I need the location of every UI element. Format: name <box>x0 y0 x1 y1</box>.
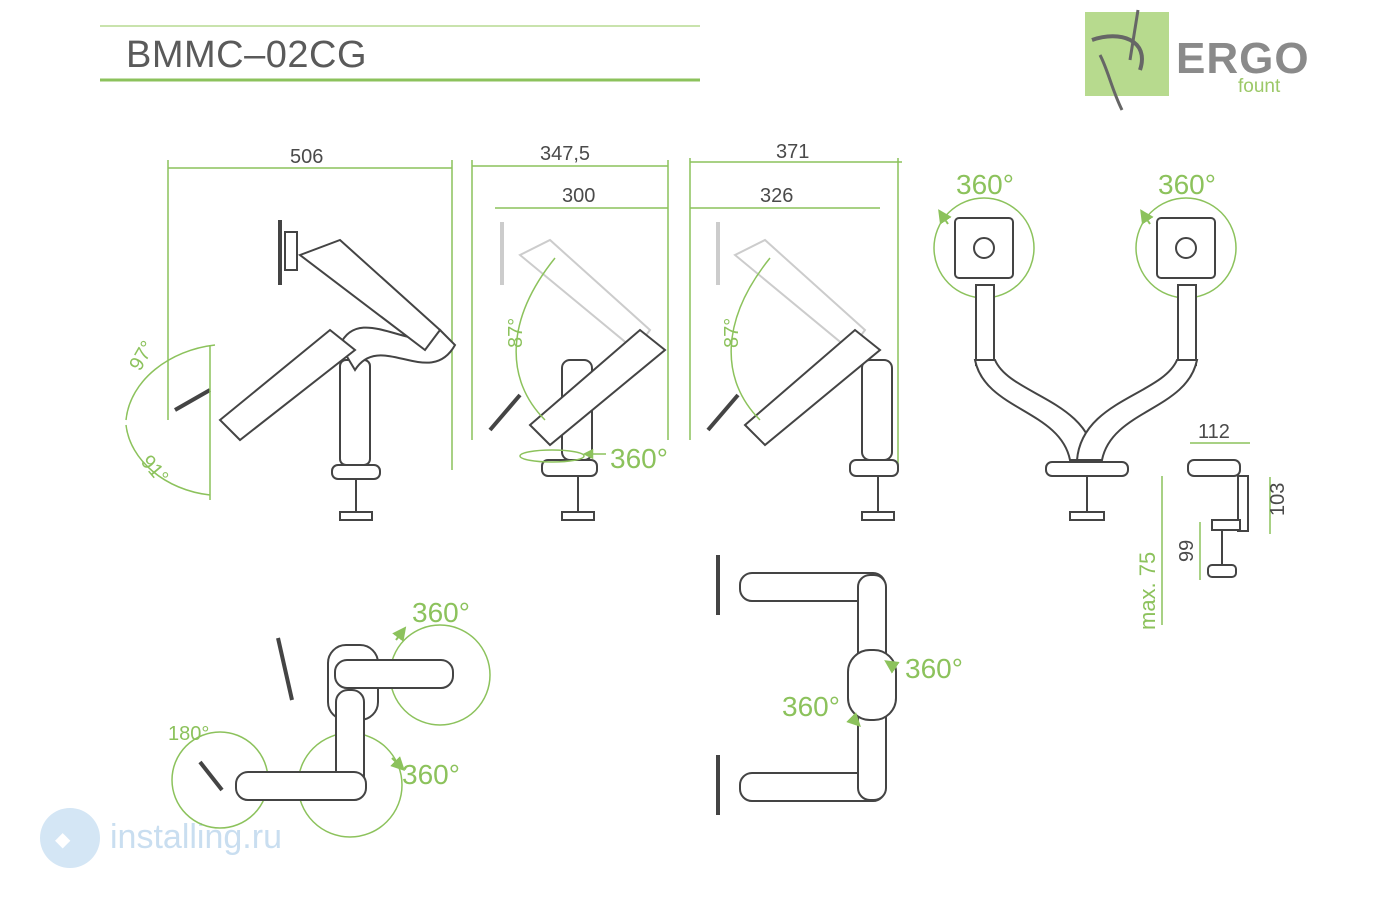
svg-text:◆: ◆ <box>55 829 71 851</box>
logo-sub: fount <box>1238 76 1281 97</box>
clamp-detail <box>1161 442 1271 625</box>
dim-side-reach: 506 <box>290 146 323 168</box>
logo-word: ERGO <box>1176 34 1310 83</box>
angle-top2-left: 360° <box>782 691 840 722</box>
angle-lift-a: 87° <box>505 318 527 348</box>
dim-mid-outer: 347,5 <box>540 143 590 165</box>
top-view-extended <box>716 555 900 815</box>
angle-top-upper: 360° <box>412 597 470 628</box>
dim-clamp-gap: 99 <box>1176 540 1198 562</box>
dim-right-inner: 326 <box>760 185 793 207</box>
side-view-lift-a <box>471 160 669 521</box>
dim-max-thickness: max. 75 <box>1135 552 1160 630</box>
angle-base-swivel: 360° <box>610 443 668 474</box>
watermark-icon: ◆ <box>40 808 100 868</box>
side-view-reach <box>125 160 457 521</box>
ergo-logo <box>1085 9 1169 111</box>
watermark-text: installing.ru <box>110 818 282 856</box>
angle-rotate-left: 360° <box>956 169 1014 200</box>
angle-top2-right: 360° <box>905 653 963 684</box>
angle-tilt-up: 97° <box>125 337 159 374</box>
side-view-lift-b <box>689 158 902 521</box>
angle-rotate-right: 360° <box>1158 169 1216 200</box>
angle-top-flip: 180° <box>168 723 209 745</box>
dim-right-outer: 371 <box>776 141 809 163</box>
dim-clamp-width: 112 <box>1198 421 1230 443</box>
model-title: BMMC–02CG <box>126 34 367 76</box>
header-rules <box>100 25 700 82</box>
angle-tilt-down: 91° <box>136 451 172 488</box>
top-view-folded <box>171 624 491 838</box>
dim-mid-inner: 300 <box>562 185 595 207</box>
dim-clamp-height: 103 <box>1267 483 1289 516</box>
angle-lift-b: 87° <box>721 318 743 348</box>
angle-top-lower: 360° <box>402 759 460 790</box>
front-view-dual <box>933 197 1237 521</box>
